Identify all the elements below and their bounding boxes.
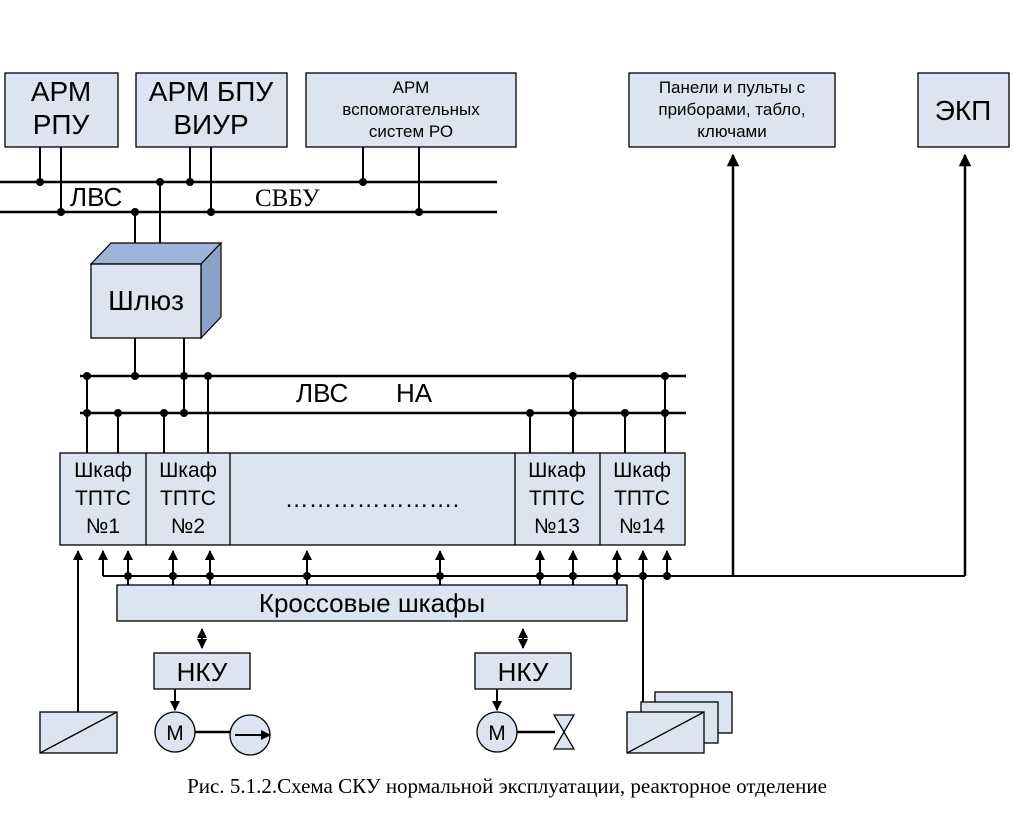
ekp-box: ЭКП [917,72,1010,148]
arm-rpu-line1: АРМ [31,76,91,107]
svg-text:ТПТС: ТПТС [75,487,131,510]
sensor-left [39,550,118,754]
cabinet-1: Шкаф ТПТС №1 [74,459,132,538]
cabinets-row [59,452,686,546]
nku-left: НКУ М [153,628,271,756]
arm-aux-line2: вспомогательных [342,100,480,119]
arm-rpu-box: АРМ РПУ [4,72,119,148]
svg-text:№13: №13 [534,515,580,538]
svg-text:№14: №14 [619,515,665,538]
cross-cabinets-label: Кроссовые шкафы [259,588,485,618]
na-label: НА [396,378,433,408]
cabinet-13: Шкаф ТПТС №13 [528,459,586,538]
signal-bus [98,153,972,585]
top-lan-label: ЛВС [70,182,122,212]
sensor-right-stack [626,585,733,754]
svg-text:Шкаф: Шкаф [159,459,217,482]
arm-rpu-line2: РПУ [33,109,90,140]
na-lan-label: ЛВС [296,378,348,408]
svg-text:№2: №2 [171,515,205,538]
na-bus [80,338,686,453]
cabinet-2: Шкаф ТПТС №2 [159,459,217,538]
arm-bpu-line1: АРМ БПУ [149,76,274,107]
svg-text:Шкаф: Шкаф [74,459,132,482]
valve-icon [552,714,576,750]
motor-left-label: М [166,722,184,745]
svg-text:Шкаф: Шкаф [528,459,586,482]
cross-cabinets-box: Кроссовые шкафы [116,584,628,622]
svg-text:Шкаф: Шкаф [613,459,671,482]
panels-box: Панели и пульты с приборами, табло, ключ… [628,72,836,148]
cabinet-14: Шкаф ТПТС №14 [613,459,671,538]
ekp-label: ЭКП [935,95,992,126]
motor-right-label: М [488,722,506,745]
nku-right: НКУ М [474,628,576,753]
nku-right-label: НКУ [498,657,549,687]
gateway-label: Шлюз [108,285,184,316]
gateway-box: Шлюз [89,241,223,340]
svg-text:ТПТС: ТПТС [160,487,216,510]
arm-bpu-line2: ВИУР [173,109,248,140]
figure-caption: Рис. 5.1.2.Схема СКУ нормальной эксплуат… [187,774,827,798]
top-bus [0,147,497,245]
svg-text:ТПТС: ТПТС [614,487,670,510]
top-svbu-label: СВБУ [255,185,320,212]
arm-bpu-box: АРМ БПУ ВИУР [135,72,288,148]
svg-text:ТПТС: ТПТС [529,487,585,510]
arm-aux-line1: АРМ [393,78,430,97]
panels-line3: ключами [697,122,766,141]
svg-text:№1: №1 [86,515,120,538]
panels-line1: Панели и пульты с [659,78,806,97]
nku-left-label: НКУ [177,657,228,687]
arm-aux-box: АРМ вспомогательных систем РО [305,72,517,148]
arm-aux-line3: систем РО [369,122,453,141]
cabinets-ellipsis: …………………. [285,486,460,513]
panels-line2: приборами, табло, [658,100,805,119]
